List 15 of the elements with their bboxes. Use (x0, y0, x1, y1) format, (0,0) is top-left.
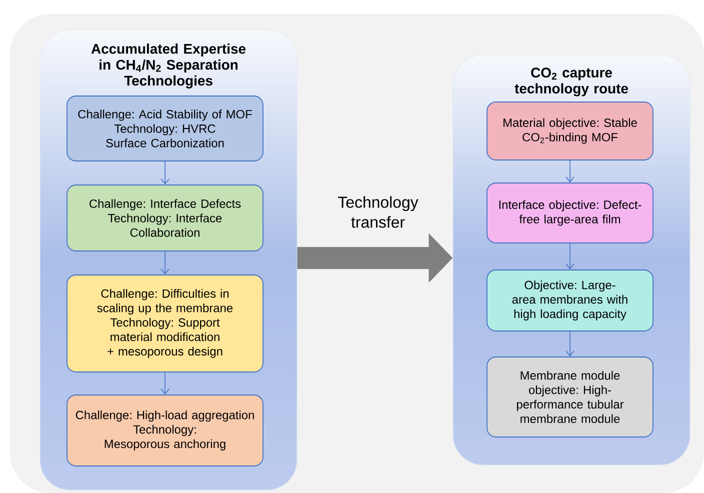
process-box: Challenge: Acid Stability of MOF Technology: HVRC Surface Carbonization (66, 96, 264, 162)
arrow (160, 161, 170, 185)
process-box: Material objective: Stable CO$_{2}$-binding MOF (486, 102, 654, 160)
process-box: Membrane module objective: High-performance tubular membrane module (486, 356, 654, 438)
process-box: Challenge: Interface Defects Technology: Interface Collaboration (66, 184, 264, 252)
arrow (566, 331, 574, 357)
process-box: Objective: Large-area membranes with high loading capacity (486, 270, 654, 332)
process-box: Interface objective: Defect-free large-area film (486, 182, 654, 244)
edge-label: Technology transfer (338, 196, 418, 228)
arrow (160, 251, 170, 275)
arrow (566, 243, 574, 270)
process-box: Challenge: Difficulties in scaling up the membrane Technology: Support material modification + mesoporous design (66, 274, 264, 372)
arrow (566, 160, 574, 183)
arrow (160, 372, 170, 395)
process-box: Challenge: High-load aggregation Technology: Mesoporous anchoring (66, 394, 264, 466)
